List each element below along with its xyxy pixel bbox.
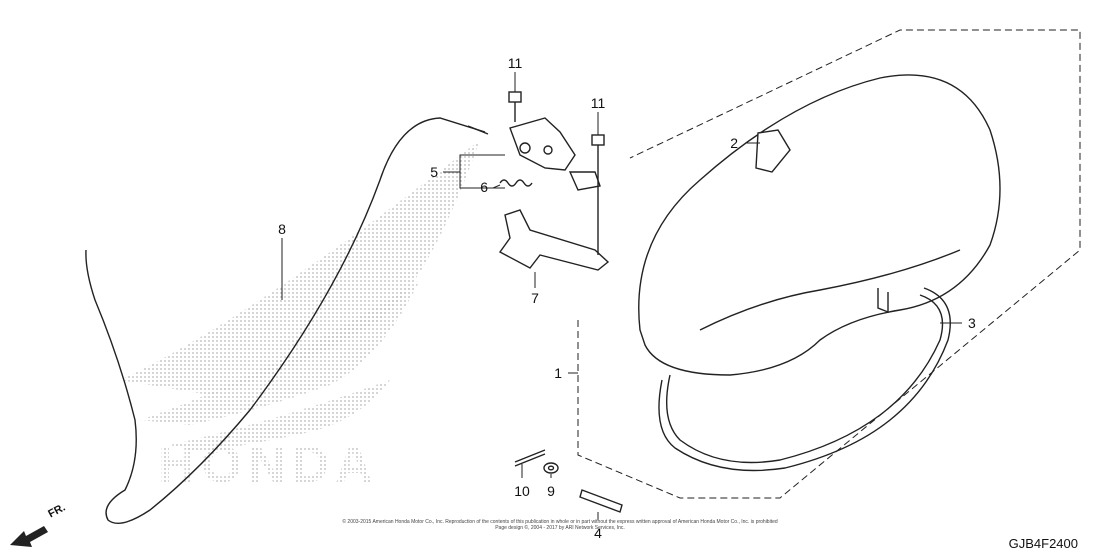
hinge-bolt <box>579 489 623 513</box>
copyright-notice: © 2003-2015 American Honda Motor Co., In… <box>300 519 820 531</box>
cable-inner-wire <box>467 125 489 135</box>
front-direction-arrow <box>10 526 48 547</box>
copyright-line-1: © 2003-2015 American Honda Motor Co., In… <box>342 519 778 525</box>
assembly-outline <box>577 29 1081 499</box>
leader-lines <box>281 72 962 520</box>
honda-wing-watermark <box>120 140 480 452</box>
callout-11-right: 11 <box>591 95 606 111</box>
callout-3: 3 <box>968 315 976 331</box>
callout-6: 6 <box>480 179 488 195</box>
honda-watermark-text: HONDA <box>158 436 379 494</box>
drawing-code: GJB4F2400 <box>1008 536 1078 551</box>
callout-10: 10 <box>514 483 530 499</box>
copyright-line-2: Page design ©, 2004 - 2017 by ARI Networ… <box>495 525 625 531</box>
seat-stopper-rubber <box>755 129 791 173</box>
latch-bracket <box>498 209 610 271</box>
seat-lock-cable <box>85 117 486 524</box>
callout-4: 4 <box>594 525 602 541</box>
seat-assembly <box>638 74 1001 472</box>
callout-8: 8 <box>278 221 286 237</box>
flange-bolt-right <box>591 134 605 255</box>
callout-11-left: 11 <box>508 55 523 71</box>
callout-5: 5 <box>430 164 438 180</box>
callout-7: 7 <box>531 290 539 306</box>
flange-bolt-left <box>508 91 522 122</box>
washer <box>543 462 559 474</box>
latch-spring <box>499 179 533 187</box>
callout-1: 1 <box>554 365 562 381</box>
pin <box>514 449 546 467</box>
callout-9: 9 <box>547 483 555 499</box>
seat-latch <box>509 117 601 191</box>
callout-2: 2 <box>730 135 738 151</box>
svg-text:HONDA: HONDA <box>158 436 379 494</box>
